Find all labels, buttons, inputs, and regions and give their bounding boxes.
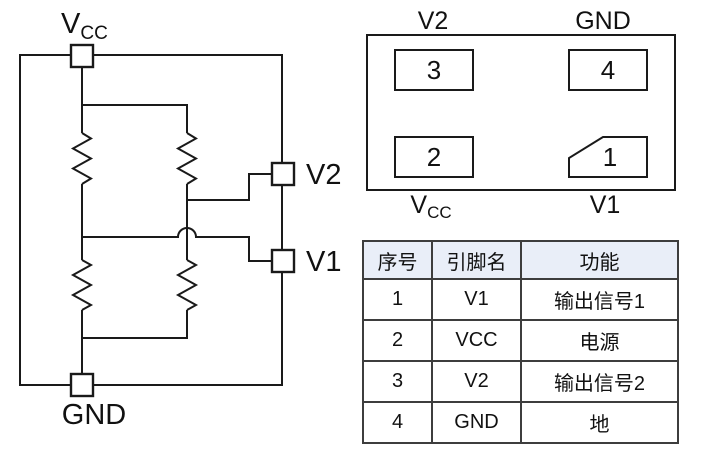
col-header-number: 序号 bbox=[362, 240, 433, 280]
package-vcc-label: VCC bbox=[410, 191, 451, 222]
schematic-outer-loop bbox=[19, 54, 283, 386]
col-header-function: 功能 bbox=[520, 240, 679, 280]
package-gnd-label: GND bbox=[575, 7, 631, 35]
resistor-lower-left bbox=[70, 259, 94, 311]
pin-1-box-chamfered bbox=[568, 136, 648, 178]
cell-pin-name: GND bbox=[431, 401, 522, 444]
package-v2-label: V2 bbox=[418, 7, 449, 35]
resistor-upper-mid bbox=[175, 132, 199, 185]
v1-label: V1 bbox=[306, 246, 341, 278]
vcc-label: VCC bbox=[61, 8, 108, 44]
cell-function: 输出信号2 bbox=[520, 360, 679, 403]
pin-4-number: 4 bbox=[601, 55, 615, 85]
package-outline bbox=[366, 34, 676, 191]
pin-1-number: 1 bbox=[603, 142, 617, 172]
package-v1-label: V1 bbox=[590, 191, 621, 219]
cell-pin-name: VCC bbox=[431, 319, 522, 362]
wire-mid-bottom bbox=[82, 310, 188, 339]
v2-terminal bbox=[270, 161, 296, 187]
cell-function: 地 bbox=[520, 401, 679, 444]
resistor-lower-mid bbox=[175, 259, 199, 311]
wire-v2-tap bbox=[187, 173, 272, 201]
table-row: 4 GND 地 bbox=[362, 401, 679, 444]
cell-pin-name: V1 bbox=[431, 278, 522, 321]
v1-terminal bbox=[270, 248, 296, 274]
package-pinout-diagram: 3 4 2 1 V2 GND VCC V1 bbox=[366, 7, 676, 222]
cell-pin-name: V2 bbox=[431, 360, 522, 403]
vcc-terminal bbox=[69, 43, 95, 69]
col-header-pin-name: 引脚名 bbox=[431, 240, 522, 280]
pin-3-number: 3 bbox=[427, 55, 441, 85]
cell-number: 4 bbox=[362, 401, 433, 444]
gnd-terminal bbox=[69, 372, 95, 398]
pin-3-box bbox=[394, 49, 474, 91]
pin-function-table: 序号 引脚名 功能 1 V1 输出信号1 2 VCC 电源 3 V2 输出信号2 bbox=[362, 240, 679, 444]
wire-top-branch bbox=[82, 104, 188, 133]
cell-function: 电源 bbox=[520, 319, 679, 362]
cell-number: 1 bbox=[362, 278, 433, 321]
table-row: 1 V1 输出信号1 bbox=[362, 278, 679, 321]
resistor-upper-left bbox=[70, 132, 94, 185]
pin-2-number: 2 bbox=[427, 142, 441, 172]
cell-number: 2 bbox=[362, 319, 433, 362]
v2-label: V2 bbox=[306, 159, 341, 191]
pin-4-box bbox=[568, 49, 648, 91]
table-row: 3 V2 输出信号2 bbox=[362, 360, 679, 403]
cell-function: 输出信号1 bbox=[520, 278, 679, 321]
schematic-diagram: VCC GND V2 V1 bbox=[19, 8, 341, 431]
cell-number: 3 bbox=[362, 360, 433, 403]
pin-2-box bbox=[394, 136, 474, 178]
gnd-label: GND bbox=[62, 399, 126, 431]
table-header-row: 序号 引脚名 功能 bbox=[362, 240, 679, 280]
table-row: 2 VCC 电源 bbox=[362, 319, 679, 362]
wire-v1-tap-with-hop bbox=[82, 227, 272, 262]
